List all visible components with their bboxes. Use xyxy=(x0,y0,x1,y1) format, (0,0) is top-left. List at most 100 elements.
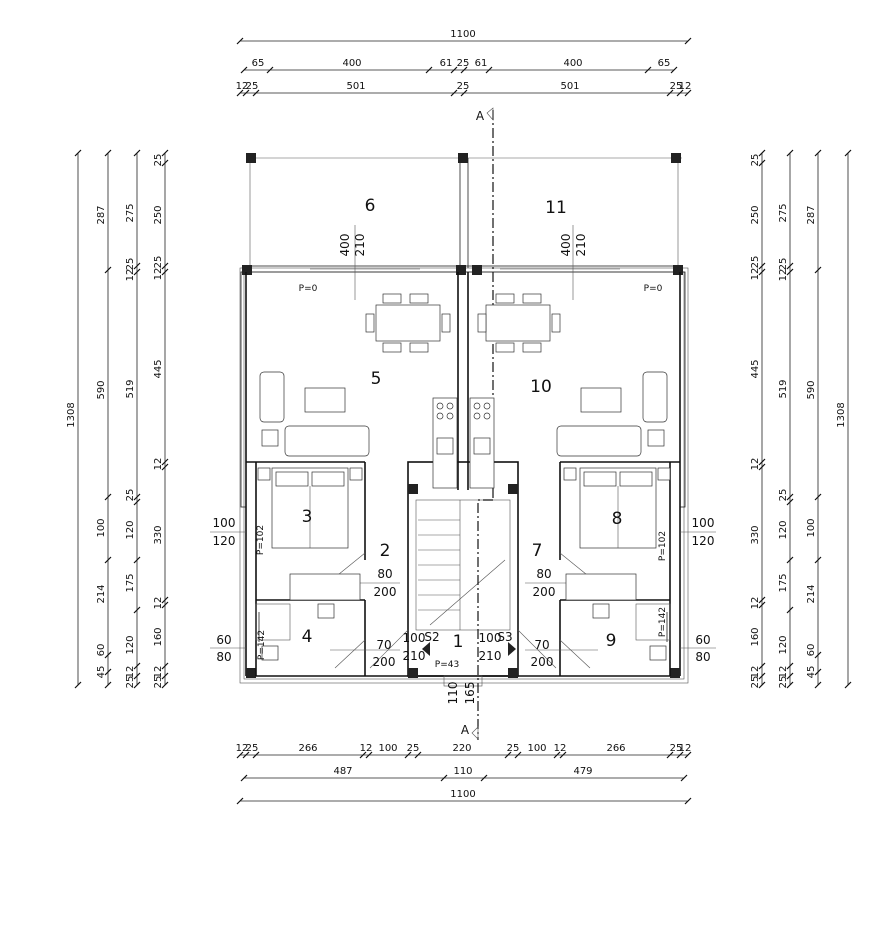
dimension-label: 175 xyxy=(778,573,789,592)
dimension-label: 12 xyxy=(679,81,692,92)
dimension-tick xyxy=(758,681,766,689)
dimension-tick xyxy=(161,601,169,609)
dimension-tick xyxy=(786,149,794,157)
dimension-tick xyxy=(240,774,248,782)
dimension-label: 45 xyxy=(806,666,817,679)
opening-label: 70 xyxy=(376,638,391,652)
dimension-tick xyxy=(161,596,169,604)
dimension-tick xyxy=(758,601,766,609)
opening-label: P=102 xyxy=(256,525,266,555)
dimension-label: 120 xyxy=(125,520,136,539)
opening-label: 80 xyxy=(536,567,551,581)
opening-label: P=0 xyxy=(644,284,663,294)
opening-label: 60 xyxy=(695,633,710,647)
dimension-tick xyxy=(236,89,244,97)
opening-label: 70 xyxy=(534,638,549,652)
dimension-tick xyxy=(666,89,674,97)
dimension-label: 12 xyxy=(153,666,164,679)
opening-label: 210 xyxy=(403,649,426,663)
dimension-tick xyxy=(161,268,169,276)
dimension-label: 100 xyxy=(806,518,817,537)
dimension-tick xyxy=(786,672,794,680)
dimension-tick xyxy=(684,751,692,759)
dimension-label: 25 xyxy=(778,489,789,502)
dimension-label: 12 xyxy=(778,269,789,282)
dimension-tick xyxy=(814,668,822,676)
dimension-tick xyxy=(404,751,412,759)
dimension-label: 60 xyxy=(96,644,107,657)
dimension-label: 590 xyxy=(96,380,107,399)
dimension-label: 12 xyxy=(360,743,373,754)
opening-label: 200 xyxy=(373,655,396,669)
dimension-tick xyxy=(161,262,169,270)
dimension-tick xyxy=(480,774,488,782)
dimension-tick xyxy=(504,751,512,759)
dimension-tick xyxy=(161,681,169,689)
dimension-tick xyxy=(460,89,468,97)
dimension-tick xyxy=(786,662,794,670)
dimension-tick xyxy=(104,668,112,676)
dimension-label: 61 xyxy=(475,58,488,69)
opening-label: P=43 xyxy=(435,660,459,670)
opening-label: 120 xyxy=(692,534,715,548)
dimension-label: 25 xyxy=(670,743,683,754)
room-number: 5 xyxy=(371,369,382,389)
room-number: 7 xyxy=(532,541,543,561)
opening-label: P=142 xyxy=(257,630,267,660)
dimension-tick xyxy=(450,66,458,74)
dimension-label: 160 xyxy=(750,627,761,646)
opening-label: P=0 xyxy=(299,284,318,294)
dimension-tick xyxy=(104,651,112,659)
dimension-tick xyxy=(814,266,822,274)
dimension-tick xyxy=(133,262,141,270)
dimension-label: 400 xyxy=(563,58,582,69)
kitchen-right-icon xyxy=(469,397,495,489)
dimension-tick xyxy=(758,262,766,270)
dimension-label: 25 xyxy=(125,676,136,689)
dimension-tick xyxy=(786,262,794,270)
dimension-label: 501 xyxy=(346,81,365,92)
dimension-label: 25 xyxy=(750,676,761,689)
dimension-tick xyxy=(161,662,169,670)
dimension-tick xyxy=(104,493,112,501)
dimension-label: 1308 xyxy=(836,402,847,427)
dimension-label: 120 xyxy=(778,635,789,654)
dimension-label: 266 xyxy=(298,743,317,754)
dimension-tick xyxy=(814,149,822,157)
dimension-label: 12 xyxy=(125,666,136,679)
opening-label: P=142 xyxy=(658,607,668,637)
dimension-label: 61 xyxy=(440,58,453,69)
room-number: 8 xyxy=(612,509,623,529)
opening-label: 210 xyxy=(353,234,367,257)
dimension-label: 445 xyxy=(153,359,164,378)
dimension-label: 287 xyxy=(96,205,107,224)
dimension-tick xyxy=(133,493,141,501)
dimension-label: 25 xyxy=(153,676,164,689)
dimension-label: 12 xyxy=(153,458,164,471)
room-number: 3 xyxy=(302,507,313,527)
opening-label: 400 xyxy=(338,234,352,257)
dimension-label: 25 xyxy=(246,743,259,754)
dimension-tick xyxy=(460,66,468,74)
dimension-label: 400 xyxy=(342,58,361,69)
dimension-tick xyxy=(814,556,822,564)
opening-label: 200 xyxy=(374,585,397,599)
dimension-label: 501 xyxy=(560,81,579,92)
dimension-label: 275 xyxy=(125,203,136,222)
dimension-tick xyxy=(133,149,141,157)
dimension-tick xyxy=(161,463,169,471)
dimension-label: 12 xyxy=(679,743,692,754)
dimension-tick xyxy=(814,681,822,689)
dimension-tick xyxy=(758,458,766,466)
dimension-tick xyxy=(74,149,82,157)
dimension-tick xyxy=(252,89,260,97)
dimension-tick xyxy=(758,596,766,604)
dimension-tick xyxy=(440,774,448,782)
dimension-label: 12 xyxy=(153,268,164,281)
dimension-label: 25 xyxy=(457,58,470,69)
dimension-label: 100 xyxy=(378,743,397,754)
dimension-tick xyxy=(161,159,169,167)
dimension-tick xyxy=(553,751,561,759)
dimension-tick xyxy=(786,268,794,276)
